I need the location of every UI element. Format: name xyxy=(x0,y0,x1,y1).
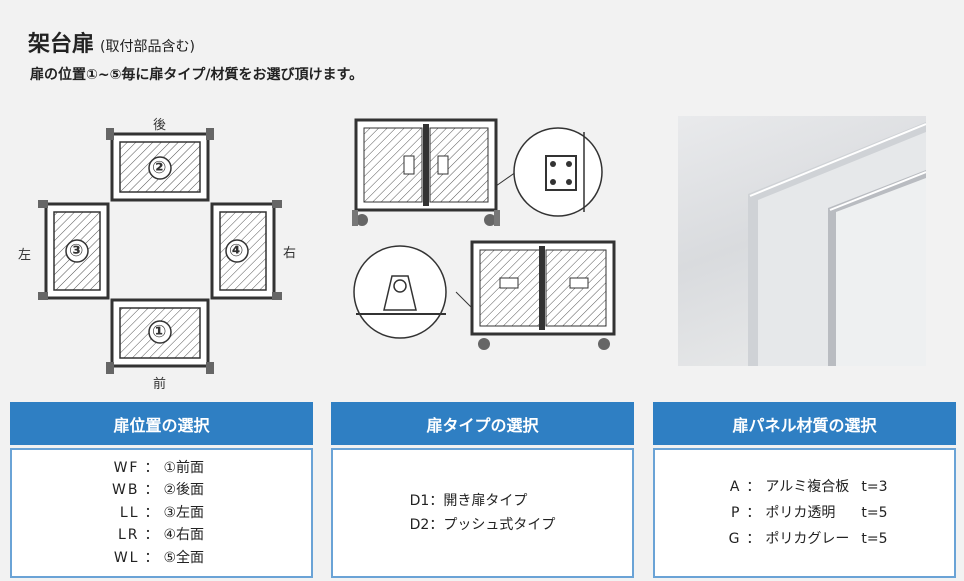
panel-material-photo xyxy=(678,116,926,366)
door-position-options: WF：①前面 WB：②後面 LL：③左面 LR：④右面 WL：⑤全面 xyxy=(102,457,222,570)
panel-door-type-body: D1：開き扉タイプ D2：プッシュ式タイプ xyxy=(331,448,634,578)
panel-material-heading: 扉パネル材質の選択 xyxy=(653,402,956,445)
door-number-front: ① xyxy=(152,322,167,342)
direction-back-label: 後 xyxy=(153,118,167,133)
panel-door-position-body: WF：①前面 WB：②後面 LL：③左面 LR：④右面 WL：⑤全面 xyxy=(10,448,313,578)
zoom-detail-lower xyxy=(353,245,473,339)
direction-right-label: 右 xyxy=(283,246,297,261)
option-row[interactable]: LR：④右面 xyxy=(117,527,205,544)
option-row[interactable]: D1：開き扉タイプ xyxy=(409,493,528,509)
direction-left-label: 左 xyxy=(18,248,32,263)
option-row[interactable]: LL：③左面 xyxy=(119,504,205,521)
door-type-diagram xyxy=(352,118,616,350)
option-row[interactable]: WF：①前面 xyxy=(113,459,205,476)
panel-door-type: 扉タイプの選択 D1：開き扉タイプ D2：プッシュ式タイプ xyxy=(331,402,634,578)
title-text: 架台扉 xyxy=(28,32,95,57)
door-front xyxy=(106,298,214,374)
door-type-options: D1：開き扉タイプ D2：プッシュ式タイプ xyxy=(410,489,556,537)
panel-door-position-heading: 扉位置の選択 xyxy=(10,402,313,445)
door-number-right: ④ xyxy=(229,241,244,261)
hinged-door-cabinet xyxy=(352,118,500,226)
door-number-left: ③ xyxy=(69,241,84,261)
title-note: (取付部品含む) xyxy=(100,39,195,55)
direction-front-label: 前 xyxy=(153,377,167,392)
option-row[interactable]: WB：②後面 xyxy=(112,482,205,499)
door-right xyxy=(210,200,282,300)
page-subtitle: 扉の位置①~⑤毎に扉タイプ/材質をお選び頂けます。 xyxy=(30,67,364,83)
panel-edge-illustration xyxy=(748,122,926,366)
push-door-cabinet xyxy=(470,240,616,350)
door-left xyxy=(38,200,110,300)
panel-door-type-heading: 扉タイプの選択 xyxy=(331,402,634,445)
door-back xyxy=(106,128,214,202)
panel-door-position: 扉位置の選択 WF：①前面 WB：②後面 LL：③左面 LR：④右面 WL：⑤全… xyxy=(10,402,313,578)
option-row[interactable]: WL：⑤全面 xyxy=(113,549,205,566)
zoom-detail-upper xyxy=(495,127,603,217)
door-number-back: ② xyxy=(152,158,167,178)
door-position-diagram xyxy=(38,128,282,374)
option-row[interactable]: D2：プッシュ式タイプ xyxy=(409,517,556,533)
page-title: 架台扉 (取付部品含む) xyxy=(28,26,195,58)
